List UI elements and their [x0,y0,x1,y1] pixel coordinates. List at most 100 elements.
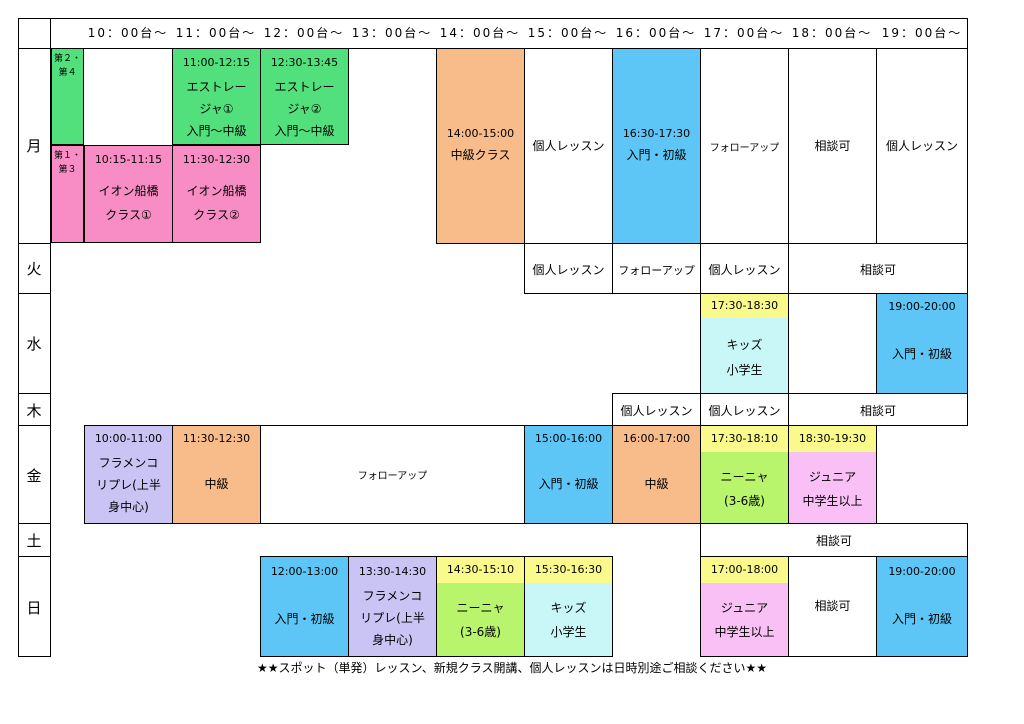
mon-aeon-funabashi-1[interactable]: 10:15-11:15 イオン船橋 クラス① [84,145,173,243]
mon-follow-up[interactable]: フォローアップ [700,48,789,244]
fri-intermediate-class[interactable]: 11:30-12:30 中級 [172,425,261,524]
class-title: 入門・初級 [538,477,599,491]
mon-beginner-class[interactable]: 16:30-17:30 入門・初級 [612,48,701,244]
mon-private-lesson-2[interactable]: 個人レッスン [876,48,968,244]
row-sep [18,293,51,294]
time-range: 15:00-16:00 [534,432,603,445]
time-range: 18:30-19:30 [789,426,876,452]
mon-aeon-funabashi-2[interactable]: 11:30-12:30 イオン船橋 クラス② [172,145,261,243]
time-range: 17:30-18:10 [701,426,788,452]
fri-nina-class[interactable]: 17:30-18:10 ニーニャ (3-6歳) [700,425,789,524]
time-range: 16:30-17:30 [622,127,691,140]
fri-beginner-class[interactable]: 15:00-16:00 入門・初級 [524,425,613,524]
class-title: イオン船橋 [98,184,159,198]
class-title: 入門・初級 [891,347,952,361]
class-title: 身中心) [372,633,413,647]
wed-beginner-class[interactable]: 19:00-20:00 入門・初級 [876,293,968,394]
class-title: 入門・初級 [626,148,687,162]
grid-top [18,18,968,19]
footer-note: ★★スポット（単発）レッスン、新規クラス開講、個人レッスンは日時別途ご相談くださ… [256,661,768,675]
tue-private-lesson-2[interactable]: 個人レッスン [700,243,789,294]
grid-bottom [18,656,51,657]
time-header-14: 14：00台～ [439,26,521,40]
class-level: (3-6歳) [724,494,765,508]
mon-week-2-4: 第２・第４ [51,48,84,145]
class-title: 個人レッスン [532,139,605,153]
day-label-mon: 月 [26,137,42,155]
class-title: クラス① [105,208,152,222]
time-range: 14:00-15:00 [446,127,515,140]
wed-kids-class[interactable]: 17:30-18:30 キッズ 小学生 [700,293,789,394]
time-range: 16:00-17:00 [622,432,691,445]
sun-consult[interactable]: 相談可 [788,556,877,657]
tue-private-lesson-1[interactable]: 個人レッスン [524,243,613,294]
row-sep [18,243,51,244]
time-range: 17:00-18:00 [701,557,788,583]
class-title: エストレー [186,80,247,94]
class-title: ジュニア [808,470,857,484]
class-title: フラメンコ [362,589,423,603]
class-title: ニーニャ [720,470,769,484]
fri-junior-class[interactable]: 18:30-19:30 ジュニア 中学生以上 [788,425,877,524]
mon-consult[interactable]: 相談可 [788,48,877,244]
class-title: ジュニア [720,601,769,615]
sun-flamenco-class[interactable]: 13:30-14:30 フラメンコ リプレ(上半 身中心) [348,556,437,657]
day-label-sat: 土 [26,532,42,550]
time-header-15: 15：00台～ [527,26,609,40]
row-sep [18,523,51,524]
sun-beginner-class[interactable]: 12:00-13:00 入門・初級 [260,556,349,657]
mon-week-1-3: 第１・第３ [51,145,84,243]
class-title: 中級 [644,477,669,491]
time-header-10: 10：00台～ [87,26,169,40]
time-range: 19:00-20:00 [888,300,956,313]
class-level: 小学生 [726,363,763,377]
grid-daycol-right [50,18,51,656]
time-header-13: 13：00台～ [351,26,433,40]
thu-consult[interactable]: 相談可 [788,393,968,426]
sun-kids-class[interactable]: 15:30-16:30 キッズ 小学生 [524,556,613,657]
class-title: イオン船橋 [186,184,247,198]
time-range: 14:30-15:10 [437,557,524,583]
class-title: 相談可 [814,599,851,613]
class-title: リプレ(上半 [96,478,161,492]
time-range: 11:30-12:30 [182,432,251,445]
day-label-sun: 日 [26,599,42,617]
class-title: 中級クラス [450,148,511,162]
sun-beginner-class-2[interactable]: 19:00-20:00 入門・初級 [876,556,968,657]
class-title: 相談可 [814,139,851,153]
time-range: 12:00-13:00 [270,565,339,578]
class-title: キッズ [550,601,587,615]
class-title: エストレー [274,80,335,94]
time-range: 13:30-14:30 [358,565,427,578]
class-title: 身中心) [108,500,149,514]
mon-intermediate-class[interactable]: 14:00-15:00 中級クラス [436,48,525,244]
mon-estreja-1[interactable]: 11:00-12:15 エストレー ジャ① 入門～中級 [172,48,261,145]
class-level: (3-6歳) [460,625,501,639]
class-title: 入門・初級 [274,612,335,626]
tue-consult[interactable]: 相談可 [788,243,968,294]
tue-follow-up[interactable]: フォローアップ [612,243,701,294]
class-title: 相談可 [815,534,852,548]
class-title: 個人レッスン [708,404,781,418]
class-title: 個人レッスン [620,404,693,418]
time-range: 11:30-12:30 [182,153,251,166]
day-label-thu: 木 [26,402,42,420]
sun-nina-class[interactable]: 14:30-15:10 ニーニャ (3-6歳) [436,556,525,657]
row-sep [18,393,51,394]
thu-private-lesson-1[interactable]: 個人レッスン [612,393,701,426]
fri-intermediate-class-2[interactable]: 16:00-17:00 中級 [612,425,701,524]
class-title: クラス② [193,208,240,222]
class-title: 相談可 [859,263,896,277]
class-title: 個人レッスン [532,263,605,277]
thu-private-lesson-2[interactable]: 個人レッスン [700,393,789,426]
sat-consult[interactable]: 相談可 [700,523,968,557]
time-header-18: 18：00台～ [791,26,873,40]
time-range: 10:15-11:15 [94,153,163,166]
class-title: フォローアップ [357,471,428,482]
fri-flamenco-class[interactable]: 10:00-11:00 フラメンコ リプレ(上半 身中心) [84,425,173,524]
mon-estreja-2[interactable]: 12:30-13:45 エストレー ジャ② 入門～中級 [260,48,349,145]
fri-follow-up[interactable]: フォローアップ [260,425,525,524]
sun-junior-class[interactable]: 17:00-18:00 ジュニア 中学生以上 [700,556,789,657]
row-sep [18,425,51,426]
mon-private-lesson[interactable]: 個人レッスン [524,48,613,244]
